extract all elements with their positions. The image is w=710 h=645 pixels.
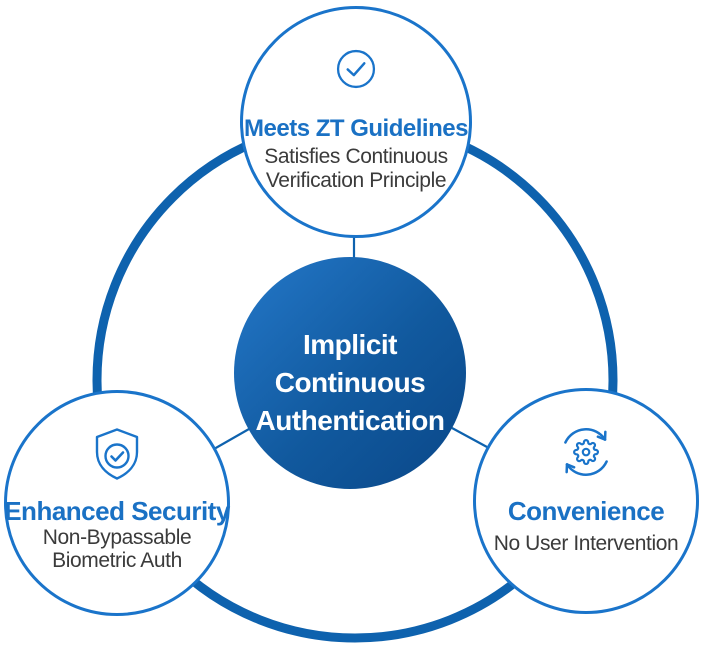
node-left-title: Enhanced Security (4, 496, 230, 526)
connector-right (451, 427, 488, 448)
center-title-line2: Continuous (274, 367, 426, 398)
connector-left (213, 428, 250, 450)
node-top-title: Meets ZT Guidelines (244, 115, 468, 142)
node-left-subtitle-line2: Biometric Auth (52, 549, 182, 572)
center-node: Implicit Continuous Authentication (234, 257, 466, 489)
check-circle-icon (335, 48, 377, 90)
node-top-subtitle-line2: Verification Principle (265, 169, 447, 192)
node-top-subtitle-line1: Satisfies Continuous (264, 145, 448, 168)
node-enhanced-security: Enhanced Security Non-Bypassable Biometr… (4, 390, 230, 616)
sync-gear-icon (557, 423, 615, 481)
node-meets-zt-guidelines: Meets ZT Guidelines Satisfies Continuous… (240, 6, 472, 238)
node-right-title: Convenience (507, 496, 665, 526)
node-right-subtitle-line1: No User Intervention (493, 532, 679, 555)
shield-check-icon (94, 426, 140, 482)
node-left-subtitle-line1: Non-Bypassable (42, 526, 192, 549)
node-convenience: Convenience No User Intervention (473, 388, 699, 614)
center-title-line3: Authentication (255, 405, 446, 436)
center-title-line1: Implicit (302, 329, 398, 360)
